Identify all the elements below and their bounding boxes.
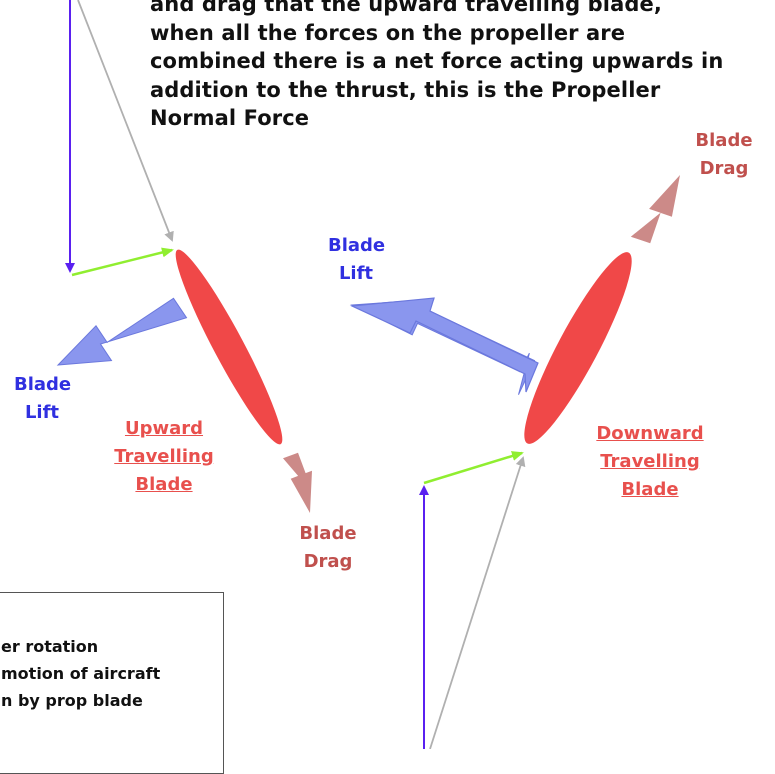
label-line: Blade [328,235,386,256]
right-airflow-vector [429,456,526,749]
label-line: Blade [14,374,72,395]
downward-travelling-blade [524,252,632,444]
propeller-force-diagram [56,0,680,749]
left-blade-lift-label: Blade Lift [14,371,72,427]
legend-line-prop-blade: n by prop blade [1,691,143,710]
legend-line-rotation: er rotation [1,637,99,656]
upward-travelling-blade [175,249,283,445]
left-blade-lift-arrow [56,297,188,366]
right-blade-drag-arrow [630,175,680,244]
caption-line: when all the forces on the propeller are [150,20,626,45]
left-blade-drag-label: Blade Drag [294,520,362,576]
caption-text: and drag that the upward travelling blad… [150,0,775,133]
caption-line: and drag that the upward travelling blad… [150,0,662,16]
caption-line: combined there is a net force acting upw… [150,49,724,73]
legend-box: er rotation motion of aircraft n by prop… [0,592,224,774]
right-blade-lift-arrow-body [349,297,539,393]
upward-travelling-blade-label: Upward Travelling Blade [104,415,224,499]
label-line: Drag [699,158,749,179]
legend-line-aircraft-motion: motion of aircraft [1,664,161,683]
downward-travelling-blade-label: Downward Travelling Blade [585,420,715,504]
label-line: Upward [124,418,204,439]
label-line: Blade [135,474,193,495]
label-line: Lift [24,402,60,423]
left-aircraft-motion-vector [71,247,174,277]
label-line: Blade [621,479,679,500]
left-blade-drag-arrow [283,452,312,513]
label-line: Downward [596,423,704,444]
right-aircraft-motion-vector [423,451,524,485]
label-line: Blade [695,130,753,151]
right-blade-lift-label: Blade Lift [328,232,386,288]
label-line: Travelling [114,446,214,467]
caption-line: addition to the thrust, this is the Prop… [150,77,661,102]
label-line: Blade [299,523,357,544]
left-airflow-vector [77,0,174,242]
label-line: Drag [303,551,353,572]
caption-line: Normal Force [150,106,310,130]
label-line: Lift [338,263,374,284]
label-line: Travelling [600,451,700,472]
right-blade-drag-label: Blade Drag [690,127,758,183]
